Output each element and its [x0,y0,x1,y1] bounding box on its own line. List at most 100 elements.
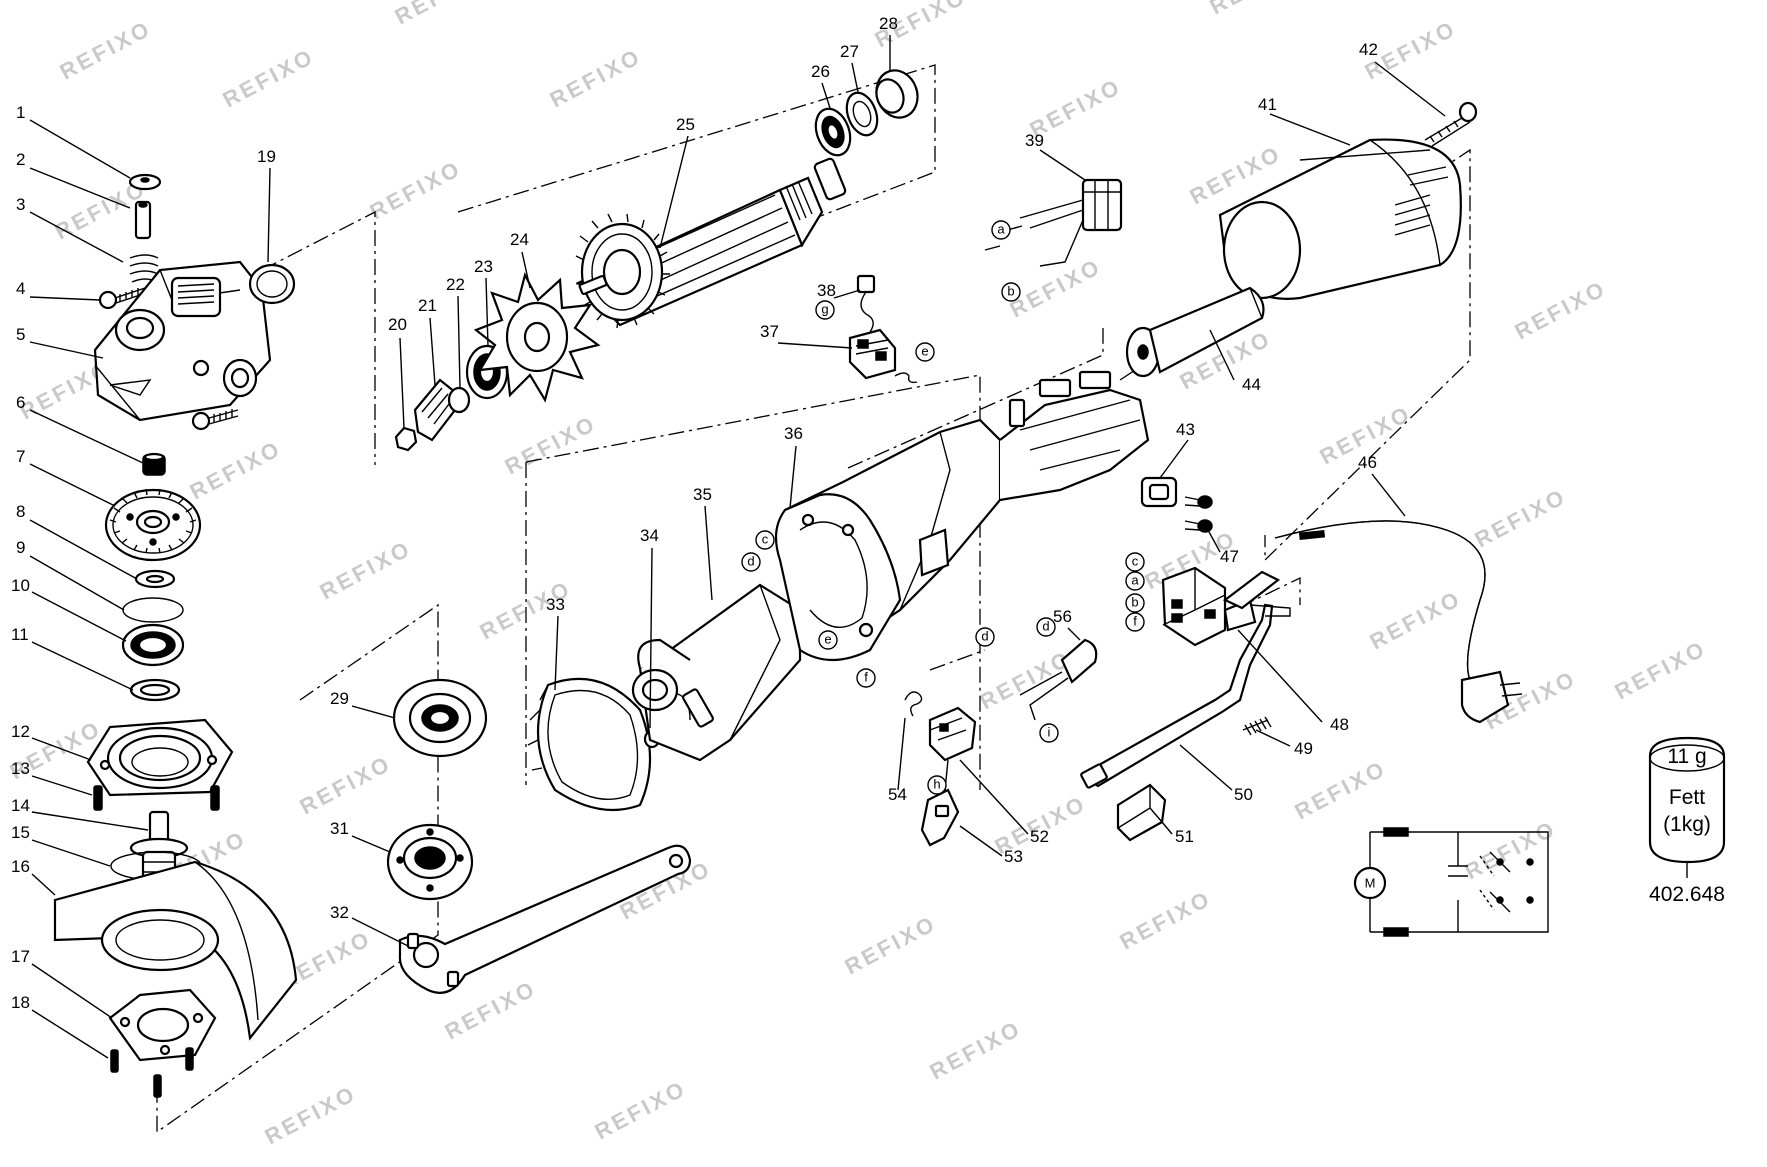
leader-line [31,775,93,796]
part-number-32: 32 [330,903,349,922]
grease-amount: 11 g [1667,745,1706,768]
part-number-47: 47 [1220,547,1239,566]
wire-tag-circle [1125,552,1145,572]
leader-line [31,737,92,761]
leader-line [789,445,797,509]
leader-line [777,342,853,349]
leader-line [31,1009,109,1059]
watermark-text: REFIXO [296,750,396,819]
leader-line [821,82,831,109]
leader-line [554,615,559,691]
leader-line [1179,744,1233,791]
wire-tag-circle [1001,282,1021,302]
wire-tag-circle [915,342,935,362]
wire-tag-c: c [762,532,769,547]
part-slide-button [1116,783,1167,842]
watermark-text: REFIXO [1366,585,1466,654]
part-number-33: 33 [546,595,565,614]
watermark-text: REFIXO [219,43,319,112]
wire-tag-circle [1125,571,1145,591]
part-armature [575,157,847,329]
wire-tag-b: b [1131,595,1138,610]
part-number-2: 2 [16,150,25,169]
part-number-7: 7 [16,447,25,466]
part-rear-bearing [814,107,852,157]
armature-group [394,69,919,452]
wire-tag-circle [991,220,1011,240]
wire-tag-circle [818,630,838,650]
part-number-4: 4 [16,279,25,298]
leader-line [959,825,1003,857]
watermark-text: REFIXO [501,410,601,479]
part-bearing-flange [86,718,234,797]
part-air-ring [527,677,652,812]
leader-line [399,337,405,429]
grease-name: Fett [1669,786,1705,809]
wire-tag-d: d [1042,619,1049,634]
watermark-text: REFIXO [1471,483,1571,552]
wire-tag-d: d [747,554,754,569]
part-switch-spring [1242,716,1272,736]
wire-tag-circle [856,668,876,688]
wire-tag-circle [755,530,775,550]
wire-tag-f: f [864,670,868,685]
part-number-26: 26 [811,62,830,81]
leader-line [351,917,409,947]
wire-tag-c: c [1132,554,1139,569]
part-number-50: 50 [1234,785,1253,804]
wire-tag-circle [741,552,761,572]
leader-line [429,317,436,386]
part-number-labels: 1234567891011121314151617181920212223242… [11,14,1378,1012]
leader-line [851,62,859,93]
part-number-29: 29 [330,689,349,708]
watermark-text: REFIXO [1291,755,1391,824]
leader-line [649,547,653,729]
leader-line [1237,629,1323,723]
part-handle-housing [1218,138,1462,300]
leader-line [704,505,713,601]
leader-line [1207,529,1221,553]
part-number-41: 41 [1258,95,1277,114]
watermark-text: REFIXO [841,910,941,979]
part-number-13: 13 [11,759,30,778]
part-number-35: 35 [693,485,712,504]
leader-line [833,289,861,299]
part-number-36: 36 [784,424,803,443]
leader-line [31,963,113,1019]
watermark-text: REFIXO [1511,275,1611,344]
part-bearing-cap [875,69,919,119]
watermark-text: REFIXO [366,155,466,224]
part-clamping-nut [386,823,474,901]
watermark-text: REFIXO [546,43,646,112]
part-number-12: 12 [11,722,30,741]
part-side-handle [1125,286,1265,378]
part-lock-pin [134,200,152,240]
part-number-21: 21 [418,296,437,315]
grease-order-number: 402.648 [1649,883,1725,906]
part-number-38: 38 [817,281,836,300]
part-circlip [122,597,184,623]
wire-tag-d: d [981,629,988,644]
watermark-text: REFIXO [976,645,1076,714]
part-number-24: 24 [510,230,529,249]
wire-tag-e: e [921,344,928,359]
part-number-37: 37 [760,322,779,341]
wire-tag-circle [1036,617,1056,637]
part-wheel-guard [53,860,298,1041]
part-number-31: 31 [330,819,349,838]
wire-tag-circle [927,775,947,795]
part-number-51: 51 [1175,827,1194,846]
wire-tag-a: a [1131,573,1139,588]
wire-tag-circle [1125,593,1145,613]
part-number-54: 54 [888,785,907,804]
part-clamp-screws-47 [1184,495,1213,533]
switch-group [904,101,1523,847]
leader-line [267,167,271,263]
part-inner-flange [392,678,488,758]
part-flange-screws [93,785,220,811]
wire-tag-circle [815,300,835,320]
leader-line [31,873,56,896]
part-pin-wrench [398,844,692,994]
